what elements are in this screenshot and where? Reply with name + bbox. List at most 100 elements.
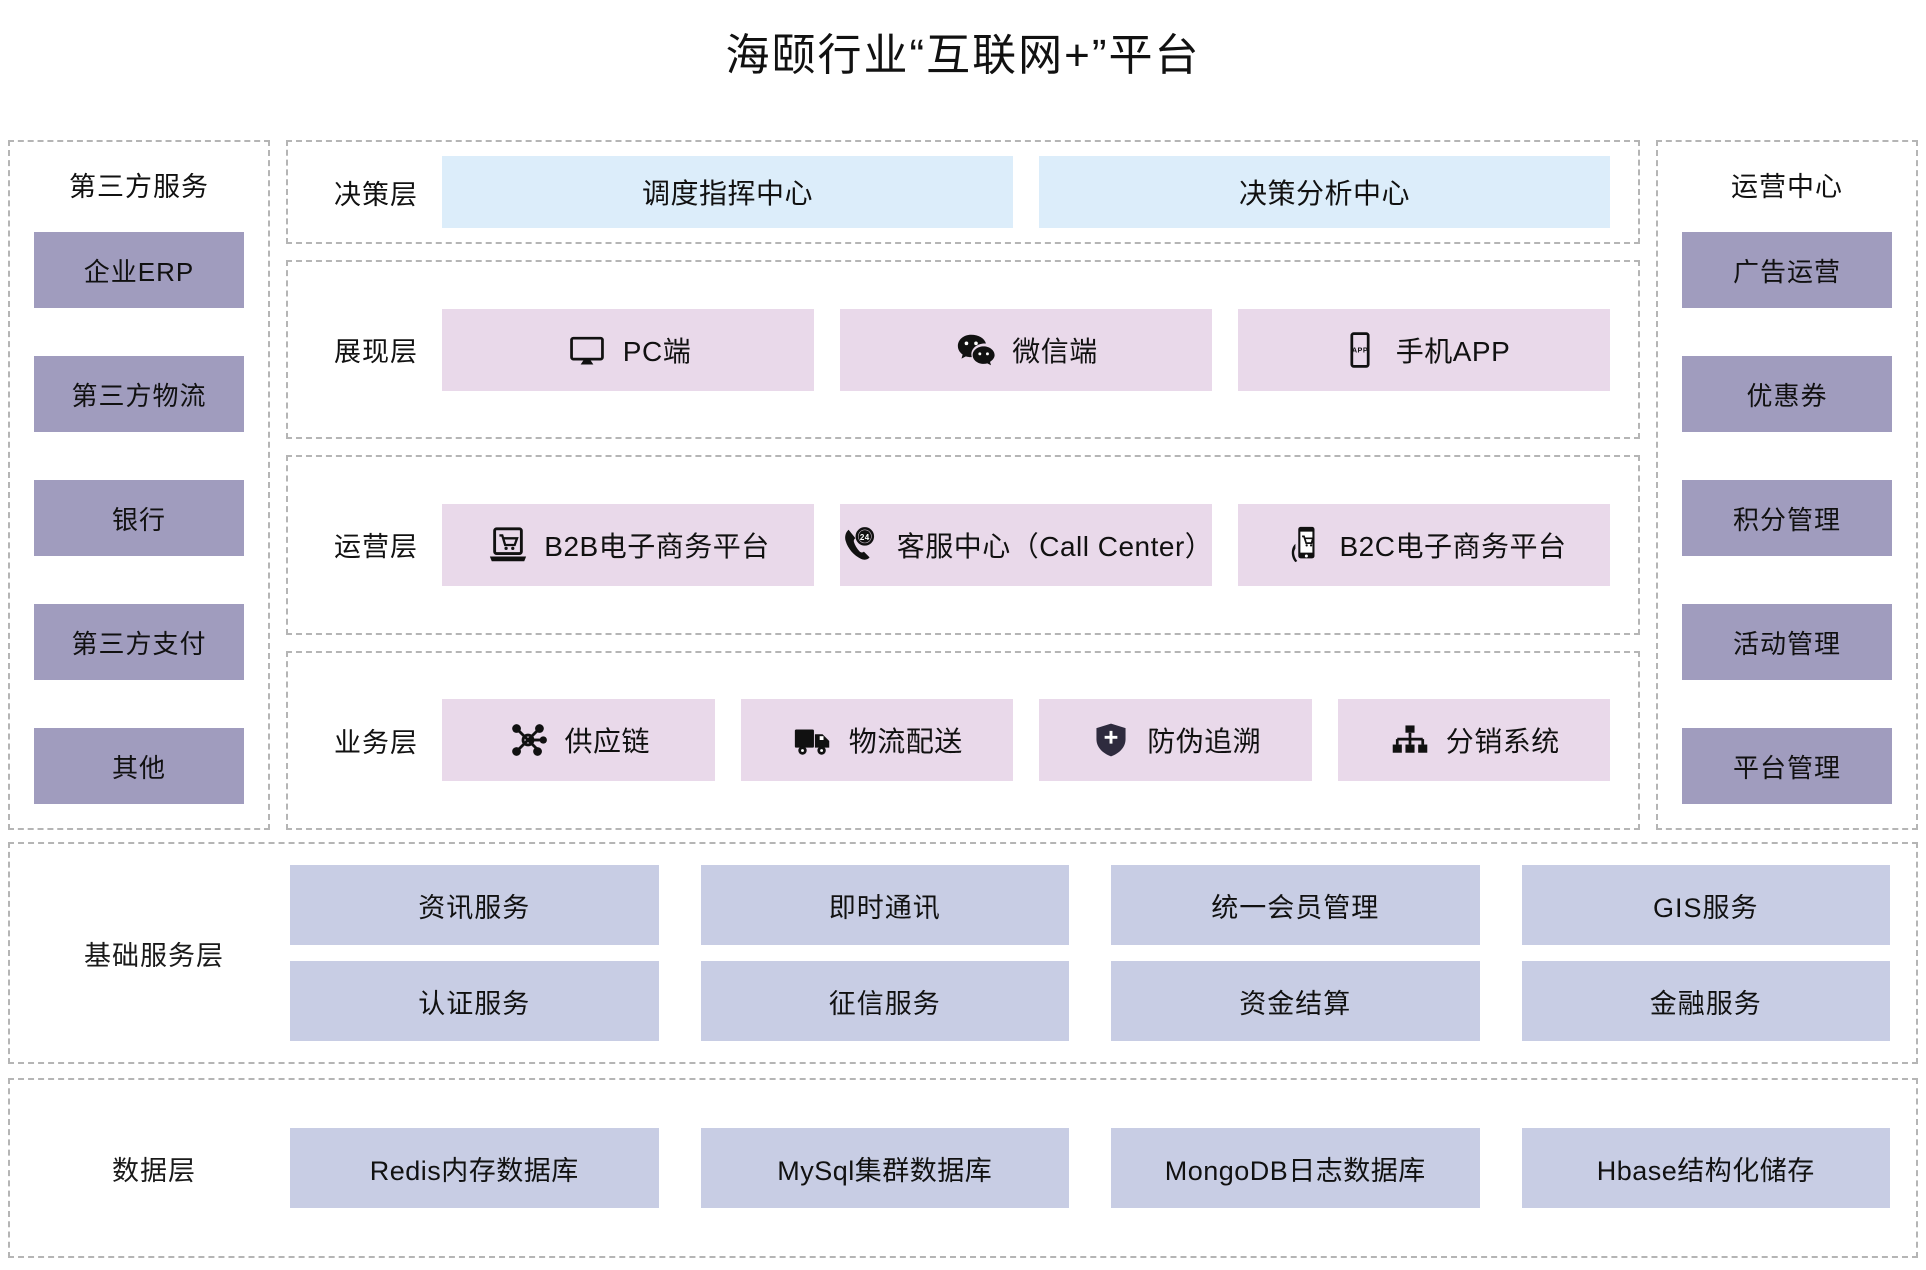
service-chip-gis[interactable]: GIS服务 <box>1521 865 1890 945</box>
hand-phone-cart-icon <box>1282 523 1326 567</box>
monitor-icon <box>565 328 609 372</box>
operation-item-coupon[interactable]: 优惠券 <box>1682 356 1892 432</box>
layer-presentation: 展现层 PC端 <box>286 260 1640 440</box>
db-chip-mysql[interactable]: MySql集群数据库 <box>700 1128 1069 1208</box>
layer-base-service: 基础服务层 资讯服务 即时通讯 统一会员管理 GIS服务 认证服务 征信服务 资… <box>8 842 1918 1064</box>
third-party-item-label: 企业ERP <box>83 256 195 287</box>
laptop-cart-icon <box>486 523 530 567</box>
card-label: PC端 <box>622 335 692 367</box>
svg-text:APP: APP <box>1352 345 1368 354</box>
layer-stack: 决策层 调度指挥中心 决策分析中心 展现层 <box>286 140 1640 830</box>
operation-center-list: 广告运营 优惠券 积分管理 活动管理 平台管理 <box>1682 232 1892 804</box>
phone-24-icon: 24 <box>839 523 883 567</box>
operation-center-panel: 运营中心 广告运营 优惠券 积分管理 活动管理 平台管理 <box>1656 140 1918 830</box>
card-mobile-app[interactable]: APP 手机APP <box>1238 308 1610 391</box>
card-label: 决策分析中心 <box>1238 178 1410 209</box>
card-b2b-platform[interactable]: B2B电子商务平台 <box>442 503 814 586</box>
card-supply-chain[interactable]: 供应链 <box>442 699 715 782</box>
third-party-item-bank[interactable]: 银行 <box>34 480 244 556</box>
service-chip-label: 统一会员管理 <box>1211 892 1380 923</box>
layer-presentation-label: 展现层 <box>334 337 418 368</box>
service-chip-auth[interactable]: 认证服务 <box>290 961 659 1041</box>
service-chip-settlement[interactable]: 资金结算 <box>1111 961 1480 1041</box>
card-label: B2C电子商务平台 <box>1339 530 1567 562</box>
operation-center-title: 运营中心 <box>1731 172 1843 202</box>
db-chip-mongodb[interactable]: MongoDB日志数据库 <box>1111 1128 1480 1208</box>
card-wechat-client[interactable]: 微信端 <box>840 308 1212 391</box>
card-decision-analysis-center[interactable]: 决策分析中心 <box>1039 156 1610 228</box>
operation-item-platform[interactable]: 平台管理 <box>1682 728 1892 804</box>
card-label: 供应链 <box>564 726 650 758</box>
network-nodes-icon <box>506 718 550 762</box>
service-chip-member[interactable]: 统一会员管理 <box>1111 865 1480 945</box>
operation-item-advertising[interactable]: 广告运营 <box>1682 232 1892 308</box>
card-call-center[interactable]: 24 客服中心（Call Center） <box>839 503 1213 586</box>
shield-plus-icon <box>1089 718 1133 762</box>
layer-presentation-cards: PC端 微信端 <box>442 308 1610 391</box>
card-label: 微信端 <box>1012 335 1098 367</box>
db-chip-label: Hbase结构化储存 <box>1596 1155 1815 1186</box>
data-layer-grid: Redis内存数据库 MySql集群数据库 MongoDB日志数据库 Hbase… <box>290 1128 1890 1208</box>
layer-operation: 运营层 B2B电子商务平台 <box>286 455 1640 635</box>
base-service-grid: 资讯服务 即时通讯 统一会员管理 GIS服务 认证服务 征信服务 资金结算 金融… <box>290 865 1890 1041</box>
layer-decision-cards: 调度指挥中心 决策分析中心 <box>442 156 1610 228</box>
third-party-item-payment[interactable]: 第三方支付 <box>34 604 244 680</box>
service-chip-label: 征信服务 <box>828 988 941 1019</box>
operation-item-label: 平台管理 <box>1732 752 1841 783</box>
card-label: 调度指挥中心 <box>641 178 813 209</box>
third-party-item-logistics[interactable]: 第三方物流 <box>34 356 244 432</box>
layer-decision: 决策层 调度指挥中心 决策分析中心 <box>286 140 1640 244</box>
truck-icon <box>791 718 835 762</box>
card-label: 防伪追溯 <box>1147 726 1262 758</box>
card-label: 物流配送 <box>848 726 963 758</box>
db-chip-hbase[interactable]: Hbase结构化储存 <box>1521 1128 1890 1208</box>
third-party-item-other[interactable]: 其他 <box>34 728 244 804</box>
third-party-item-label: 第三方物流 <box>71 380 207 411</box>
third-party-services-list: 企业ERP 第三方物流 银行 第三方支付 其他 <box>34 232 244 804</box>
layer-decision-label: 决策层 <box>334 179 418 210</box>
card-label: B2B电子商务平台 <box>544 530 770 562</box>
third-party-item-label: 第三方支付 <box>71 628 207 659</box>
layer-operation-label: 运营层 <box>334 532 418 563</box>
layer-base-service-label: 基础服务层 <box>84 940 224 971</box>
db-chip-redis[interactable]: Redis内存数据库 <box>290 1128 659 1208</box>
svg-text:24: 24 <box>860 533 870 542</box>
operation-item-label: 积分管理 <box>1732 504 1841 535</box>
card-label: 手机APP <box>1395 335 1511 367</box>
third-party-item-label: 其他 <box>111 752 166 783</box>
service-chip-label: GIS服务 <box>1652 892 1759 923</box>
service-chip-label: 资讯服务 <box>418 892 531 923</box>
wechat-icon <box>954 328 998 372</box>
service-chip-label: 资金结算 <box>1239 988 1352 1019</box>
service-chip-finance[interactable]: 金融服务 <box>1521 961 1890 1041</box>
card-dispatch-command-center[interactable]: 调度指挥中心 <box>442 156 1013 228</box>
service-chip-news[interactable]: 资讯服务 <box>290 865 659 945</box>
card-anti-counterfeit-trace[interactable]: 防伪追溯 <box>1039 699 1312 782</box>
top-region: 第三方服务 企业ERP 第三方物流 银行 第三方支付 其他 决策层 <box>8 140 1918 830</box>
layer-operation-cards: B2B电子商务平台 24 客服中心（Call Center） <box>442 503 1610 586</box>
card-distribution-system[interactable]: 分销系统 <box>1337 699 1610 782</box>
third-party-item-erp[interactable]: 企业ERP <box>34 232 244 308</box>
db-chip-label: MySql集群数据库 <box>777 1155 993 1186</box>
card-label: 分销系统 <box>1445 726 1560 758</box>
third-party-item-label: 银行 <box>111 504 166 535</box>
card-logistics-delivery[interactable]: 物流配送 <box>740 699 1013 782</box>
card-b2c-platform[interactable]: B2C电子商务平台 <box>1238 503 1610 586</box>
layer-business-label: 业务层 <box>334 727 418 758</box>
layer-data: 数据层 Redis内存数据库 MySql集群数据库 MongoDB日志数据库 H… <box>8 1078 1918 1258</box>
layer-business-cards: 供应链 物流配送 <box>442 699 1610 782</box>
layer-data-label: 数据层 <box>112 1155 196 1186</box>
db-chip-label: Redis内存数据库 <box>369 1155 579 1186</box>
service-chip-im[interactable]: 即时通讯 <box>700 865 1069 945</box>
service-chip-label: 金融服务 <box>1649 988 1762 1019</box>
operation-item-label: 广告运营 <box>1732 256 1841 287</box>
operation-item-label: 优惠券 <box>1746 380 1828 411</box>
service-chip-label: 认证服务 <box>418 988 531 1019</box>
service-chip-credit[interactable]: 征信服务 <box>700 961 1069 1041</box>
operation-item-label: 活动管理 <box>1732 628 1841 659</box>
operation-item-points[interactable]: 积分管理 <box>1682 480 1892 556</box>
card-pc-client[interactable]: PC端 <box>442 308 814 391</box>
db-chip-label: MongoDB日志数据库 <box>1164 1155 1426 1186</box>
operation-item-campaign[interactable]: 活动管理 <box>1682 604 1892 680</box>
org-tree-icon <box>1388 718 1432 762</box>
